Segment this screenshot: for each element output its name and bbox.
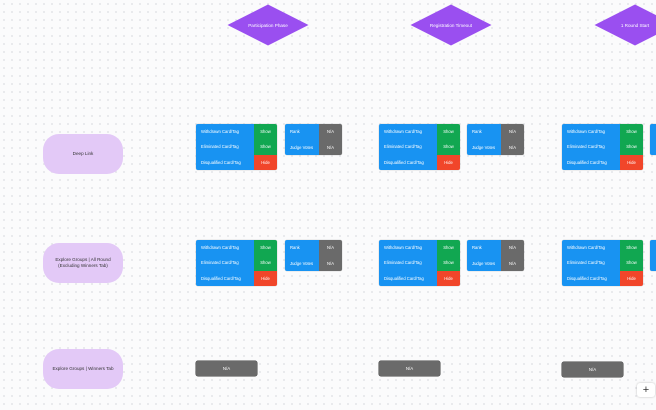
visibility-card[interactable]: Withdrawn Card/Tag Show Eliminated Card/… <box>196 124 277 170</box>
row-label-deep-link[interactable]: Deep Link <box>43 134 123 174</box>
phase-label: Participation Phase <box>248 22 288 28</box>
withdrawn-label: Withdrawn Card/Tag <box>562 124 620 140</box>
row-label-explore-groups-winners-tab[interactable]: Explore Groups | Winners Tab <box>43 349 123 389</box>
winners-tab-na-box[interactable]: N/A <box>196 361 257 376</box>
withdrawn-value: Show <box>620 240 643 256</box>
row-label-text: Explore Groups | Winners Tab <box>52 366 114 371</box>
visibility-card[interactable]: Withdrawn Card/Tag Show Eliminated Card/… <box>379 240 460 286</box>
rank-value: N/A <box>319 124 342 140</box>
judge-votes-value: N/A <box>319 139 342 155</box>
withdrawn-value: Show <box>437 124 460 140</box>
row-label-text-line-2: (Excluding Winners Tab) <box>58 263 108 268</box>
disqualified-value: Hide <box>620 270 643 286</box>
disqualified-label: Disqualified Card/Tag <box>196 270 254 286</box>
disqualified-label: Disqualified Card/Tag <box>196 154 254 170</box>
eliminated-value: Show <box>437 255 460 271</box>
withdrawn-value: Show <box>620 124 643 140</box>
disqualified-value: Hide <box>620 154 643 170</box>
judge-votes-value: N/A <box>501 255 524 271</box>
withdrawn-value: Show <box>437 240 460 256</box>
rank-label: Rank <box>467 124 501 140</box>
winners-tab-na-box[interactable]: N/A <box>562 362 623 377</box>
rank-card[interactable]: Rank N/A Judge Votes N/A <box>467 240 524 271</box>
disqualified-label: Disqualified Card/Tag <box>562 270 620 286</box>
diamond-shape <box>410 4 492 46</box>
visibility-card[interactable]: Withdrawn Card/Tag Show Eliminated Card/… <box>379 124 460 170</box>
eliminated-label: Eliminated Card/Tag <box>379 255 437 271</box>
row-label-explore-groups-all-round[interactable]: Explore Groups | All Round (Excluding Wi… <box>43 243 123 283</box>
eliminated-value: Show <box>254 255 277 271</box>
eliminated-label: Eliminated Card/Tag <box>196 139 254 155</box>
rank-label: Rank <box>285 240 319 256</box>
withdrawn-label: Withdrawn Card/Tag <box>562 240 620 256</box>
rank-card[interactable]: Rank N/A Judge Votes N/A <box>467 124 524 155</box>
rank-card-partial[interactable] <box>650 240 656 271</box>
row-label-text: Deep Link <box>72 151 94 156</box>
judge-votes-label: Judge Votes <box>467 255 501 271</box>
eliminated-label: Eliminated Card/Tag <box>379 139 437 155</box>
visibility-card[interactable]: Withdrawn Card/Tag Show Eliminated Card/… <box>562 240 643 286</box>
rank-value: N/A <box>319 240 342 256</box>
phase-round-start-diamond[interactable]: 1 Round Start <box>594 4 656 46</box>
zoom-in-button[interactable]: + <box>637 383 655 397</box>
withdrawn-label: Withdrawn Card/Tag <box>196 240 254 256</box>
withdrawn-value: Show <box>254 124 277 140</box>
withdrawn-label: Withdrawn Card/Tag <box>379 124 437 140</box>
eliminated-label: Eliminated Card/Tag <box>196 255 254 271</box>
withdrawn-label: Withdrawn Card/Tag <box>379 240 437 256</box>
disqualified-label: Disqualified Card/Tag <box>562 154 620 170</box>
rank-label: Rank <box>285 124 319 140</box>
withdrawn-value: Show <box>254 240 277 256</box>
plus-icon: + <box>642 384 650 396</box>
phase-label: 1 Round Start <box>620 22 650 28</box>
disqualified-label: Disqualified Card/Tag <box>379 154 437 170</box>
phase-registration-timeout-diamond[interactable]: Registration Timeout <box>410 4 492 46</box>
rank-value: N/A <box>501 240 524 256</box>
eliminated-value: Show <box>437 139 460 155</box>
judge-votes-value: N/A <box>319 255 342 271</box>
visibility-card[interactable]: Withdrawn Card/Tag Show Eliminated Card/… <box>196 240 277 286</box>
disqualified-value: Hide <box>437 154 460 170</box>
disqualified-value: Hide <box>254 154 277 170</box>
disqualified-label: Disqualified Card/Tag <box>379 270 437 286</box>
eliminated-value: Show <box>254 139 277 155</box>
eliminated-value: Show <box>620 139 643 155</box>
eliminated-label: Eliminated Card/Tag <box>562 255 620 271</box>
judge-votes-label: Judge Votes <box>285 255 319 271</box>
phase-participation-diamond[interactable]: Participation Phase <box>227 4 309 46</box>
eliminated-label: Eliminated Card/Tag <box>562 139 620 155</box>
phase-label: Registration Timeout <box>429 22 473 28</box>
judge-votes-label: Judge Votes <box>467 139 501 155</box>
visibility-card[interactable]: Withdrawn Card/Tag Show Eliminated Card/… <box>562 124 643 170</box>
diamond-shape <box>227 4 309 46</box>
disqualified-value: Hide <box>254 270 277 286</box>
rank-label: Rank <box>467 240 501 256</box>
row-label-text-line-1: Explore Groups | All Round <box>55 257 111 262</box>
judge-votes-label: Judge Votes <box>285 139 319 155</box>
rank-card[interactable]: Rank N/A Judge Votes N/A <box>285 124 342 155</box>
rank-card[interactable]: Rank N/A Judge Votes N/A <box>285 240 342 271</box>
diamond-shape <box>594 4 656 46</box>
withdrawn-label: Withdrawn Card/Tag <box>196 124 254 140</box>
eliminated-value: Show <box>620 255 643 271</box>
rank-value: N/A <box>501 124 524 140</box>
judge-votes-value: N/A <box>501 139 524 155</box>
winners-tab-na-box[interactable]: N/A <box>379 361 440 376</box>
disqualified-value: Hide <box>437 270 460 286</box>
rank-card-partial[interactable] <box>650 124 656 155</box>
